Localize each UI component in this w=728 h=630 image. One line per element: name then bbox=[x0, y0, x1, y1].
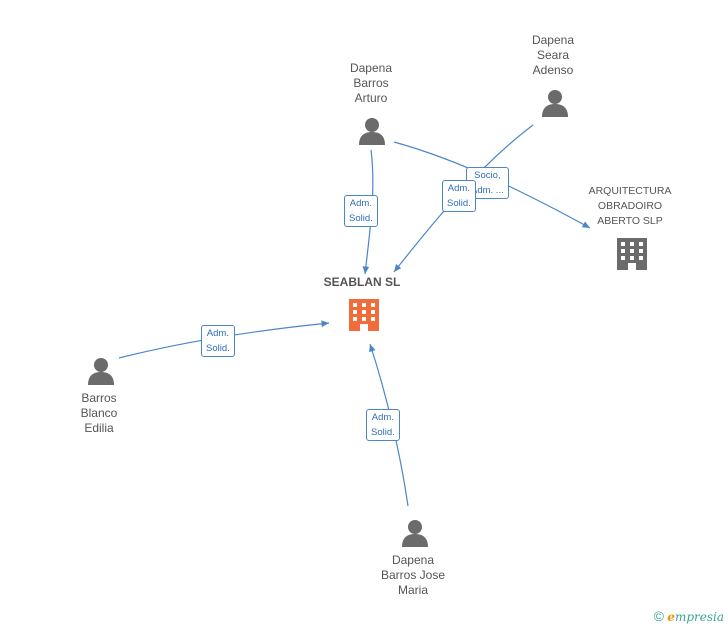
node-label-line: Barros bbox=[353, 76, 389, 90]
node-label-line: Seara bbox=[536, 48, 570, 62]
node-label-line: Blanco bbox=[80, 406, 118, 420]
edge-label-arturo-seablan[interactable]: Adm. Solid. bbox=[344, 195, 378, 227]
edge-label-line: Adm. bbox=[349, 198, 372, 209]
node-label-arturo[interactable]: Dapena Barros Arturo bbox=[335, 61, 407, 106]
edge-label-line: Solid. bbox=[349, 213, 373, 224]
node-label-line: Dapena bbox=[531, 33, 575, 47]
person-icon[interactable] bbox=[402, 520, 428, 547]
node-label-line: ARQUITECTURA bbox=[588, 185, 672, 197]
edge-label-line: Solid. bbox=[371, 427, 395, 438]
node-label-line: Dapena bbox=[391, 553, 435, 567]
edge-label-line: Socio, bbox=[474, 170, 501, 181]
node-label-line: Adenso bbox=[532, 63, 574, 77]
main-building-icon[interactable] bbox=[349, 299, 379, 331]
edge-label-adenso-seablan[interactable]: Adm. Solid. bbox=[442, 180, 476, 212]
brand-initial: e bbox=[667, 610, 675, 624]
edge-label-line: Solid. bbox=[447, 198, 471, 209]
copyright-icon: © bbox=[653, 608, 664, 624]
node-label-line: Barros bbox=[81, 391, 117, 405]
person-icon[interactable] bbox=[88, 358, 114, 385]
node-label-line: Barros Jose bbox=[380, 568, 446, 582]
node-label-line: ABERTO SLP bbox=[597, 215, 663, 227]
edge-label-line: Adm. bbox=[447, 183, 470, 194]
node-label-josemaria[interactable]: Dapena Barros Jose Maria bbox=[371, 553, 455, 598]
node-label-arquitectura[interactable]: ARQUITECTURA OBRADOIRO ABERTO SLP bbox=[580, 184, 680, 229]
node-label-line: Dapena bbox=[349, 61, 393, 75]
brand-rest: mpresia bbox=[674, 610, 724, 624]
node-label-line: Edilia bbox=[84, 421, 114, 435]
node-label-line: Arturo bbox=[354, 91, 388, 105]
node-label-edilia[interactable]: Barros Blanco Edilia bbox=[63, 391, 135, 436]
brand-name: empresia bbox=[667, 610, 724, 624]
edge-label-josemaria-seablan[interactable]: Adm. Solid. bbox=[366, 409, 400, 441]
edge-label-line: Adm. ... bbox=[471, 185, 504, 196]
person-icon[interactable] bbox=[542, 90, 568, 117]
person-icon[interactable] bbox=[359, 118, 385, 145]
edge-label-line: Adm. bbox=[371, 412, 394, 423]
node-label-line: OBRADOIRO bbox=[597, 200, 663, 212]
edge-label-line: Solid. bbox=[206, 343, 230, 354]
edge-label-edilia-seablan[interactable]: Adm. Solid. bbox=[201, 325, 235, 357]
empresia-watermark: © empresia bbox=[654, 608, 724, 624]
node-label-line: Maria bbox=[397, 583, 428, 597]
node-label-line: SEABLAN SL bbox=[323, 275, 401, 289]
edge-label-line: Adm. bbox=[206, 328, 229, 339]
node-label-adenso[interactable]: Dapena Seara Adenso bbox=[517, 33, 589, 78]
node-label-seablan[interactable]: SEABLAN SL bbox=[314, 275, 410, 290]
building-icon[interactable] bbox=[617, 238, 647, 270]
